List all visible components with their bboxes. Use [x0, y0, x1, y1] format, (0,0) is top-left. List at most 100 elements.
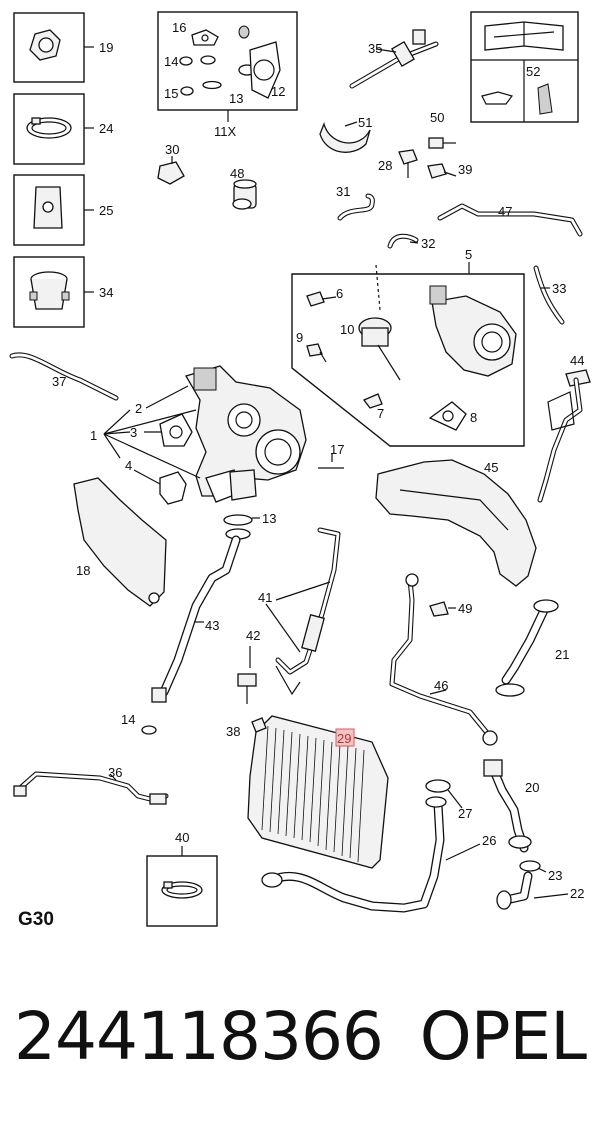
- part-35-vacuum-pipe[interactable]: 35: [349, 29, 439, 89]
- part-23-clamp[interactable]: 23: [519, 860, 562, 883]
- label-19: 19: [99, 40, 113, 55]
- part-34-inset[interactable]: 34: [13, 256, 113, 328]
- label-52: 52: [526, 64, 540, 79]
- part-45-heat-shield[interactable]: 45: [375, 459, 537, 587]
- label-49: 49: [458, 601, 472, 616]
- part-14-washer[interactable]: 14: [121, 712, 157, 735]
- part-51-clamp[interactable]: 51: [319, 115, 372, 153]
- part-22-elbow[interactable]: 22: [496, 871, 584, 910]
- part-21-hose[interactable]: 21: [495, 599, 569, 697]
- label-29: 29: [337, 731, 351, 746]
- part-33-hose[interactable]: 33: [533, 265, 566, 325]
- brand-name: OPEL: [419, 998, 587, 1075]
- label-5: 5: [465, 247, 472, 262]
- part-50-bolt[interactable]: 50: [428, 110, 456, 149]
- label-35: 35: [368, 41, 382, 56]
- label-37: 37: [52, 374, 66, 389]
- label-18: 18: [76, 563, 90, 578]
- part-32-hose[interactable]: 32: [387, 233, 435, 251]
- part-48-fitting[interactable]: 48: [230, 166, 257, 210]
- part-47-pipe[interactable]: 47: [437, 203, 583, 237]
- turbocharger-assembly[interactable]: 17 2 1 3 4: [90, 365, 344, 505]
- parts-diagram: 19 24 25 34 16 14 15 13: [9, 11, 591, 930]
- label-6: 6: [336, 286, 343, 301]
- part-41-pipe[interactable]: 41: [258, 527, 341, 696]
- label-30: 30: [165, 142, 179, 157]
- part-18-shield[interactable]: 18: [73, 477, 167, 607]
- label-45: 45: [484, 460, 498, 475]
- part-49-clip[interactable]: 49: [429, 601, 472, 617]
- part-26-hose[interactable]: 26: [261, 796, 496, 913]
- label-13-kit: 13: [229, 91, 243, 106]
- sealant-tube-icon: [481, 91, 514, 105]
- label-36: 36: [108, 765, 122, 780]
- group-code: G30: [18, 909, 54, 930]
- part-30-sensor[interactable]: 30: [157, 142, 185, 185]
- part-38-screw[interactable]: 38: [226, 717, 267, 739]
- label-48: 48: [230, 166, 244, 181]
- label-43: 43: [205, 618, 219, 633]
- label-21: 21: [555, 647, 569, 662]
- manual-inset[interactable]: 52: [470, 11, 579, 123]
- gasket-kit-11x[interactable]: 16 14 15 13 12 11X: [157, 11, 298, 139]
- label-11x: 11X: [214, 124, 236, 139]
- label-33: 33: [552, 281, 566, 296]
- label-40: 40: [175, 830, 189, 845]
- part-36-pipe[interactable]: 36: [13, 765, 169, 805]
- label-28: 28: [378, 158, 392, 173]
- label-22: 22: [570, 886, 584, 901]
- label-31: 31: [336, 184, 350, 199]
- part-44-pipe[interactable]: 44: [537, 353, 591, 503]
- intercooler-fins: [261, 725, 365, 863]
- label-47: 47: [498, 204, 512, 219]
- part-25-inset[interactable]: 25: [13, 174, 113, 246]
- part-13-gasket[interactable]: 13: [223, 511, 276, 526]
- manual-book-icon: [484, 21, 564, 51]
- label-1: 1: [90, 428, 97, 443]
- label-27: 27: [458, 806, 472, 821]
- label-42: 42: [246, 628, 260, 643]
- label-14-kit: 14: [164, 54, 178, 69]
- label-51: 51: [358, 115, 372, 130]
- label-50: 50: [430, 110, 444, 125]
- label-38: 38: [226, 724, 240, 739]
- label-8: 8: [470, 410, 477, 425]
- label-10: 10: [340, 322, 354, 337]
- part-19-inset[interactable]: 19: [13, 12, 113, 83]
- label-3: 3: [130, 425, 137, 440]
- part-37-pipe[interactable]: 37: [9, 352, 119, 401]
- label-23: 23: [548, 868, 562, 883]
- part-20-hose[interactable]: 20: [483, 759, 539, 853]
- part-29-intercooler[interactable]: 29: [247, 715, 389, 869]
- part-40-inset[interactable]: 40: [146, 830, 218, 927]
- label-44: 44: [570, 353, 584, 368]
- label-34: 34: [99, 285, 113, 300]
- label-26: 26: [482, 833, 496, 848]
- part-27-clamp[interactable]: 27: [425, 779, 472, 821]
- label-25: 25: [99, 203, 113, 218]
- label-2: 2: [135, 401, 142, 416]
- part-42-bolt[interactable]: 42: [237, 628, 260, 704]
- part-46-pipe[interactable]: 46: [389, 573, 498, 746]
- label-16: 16: [172, 20, 186, 35]
- part-28-bolt[interactable]: 28: [378, 149, 418, 178]
- label-13: 13: [262, 511, 276, 526]
- label-20: 20: [525, 780, 539, 795]
- label-17: 17: [330, 442, 344, 457]
- label-4: 4: [125, 458, 132, 473]
- actuator-detail-box-5[interactable]: 5 6 10 9 7 8: [291, 247, 525, 447]
- part-31-hose[interactable]: 31: [336, 184, 375, 221]
- label-9: 9: [296, 330, 303, 345]
- part-24-inset[interactable]: 24: [13, 93, 113, 165]
- label-46: 46: [434, 678, 448, 693]
- part-number: 244118366: [14, 998, 384, 1075]
- label-7: 7: [377, 406, 384, 421]
- part-39-bolt[interactable]: 39: [427, 162, 472, 179]
- label-24: 24: [99, 121, 113, 136]
- label-32: 32: [421, 236, 435, 251]
- label-39: 39: [458, 162, 472, 177]
- label-12: 12: [271, 84, 285, 99]
- label-15: 15: [164, 86, 178, 101]
- part-43-oil-pipe[interactable]: 43: [151, 528, 251, 703]
- label-14: 14: [121, 712, 135, 727]
